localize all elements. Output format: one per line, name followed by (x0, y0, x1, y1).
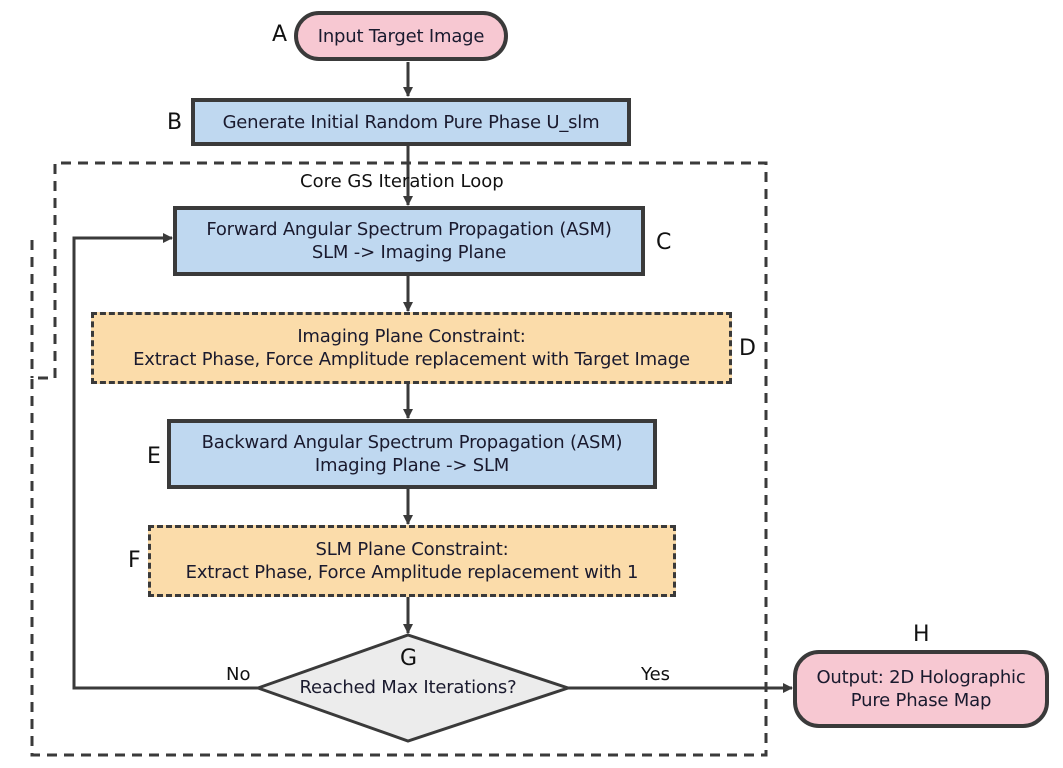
node-h[interactable]: Output: 2D Holographic Pure Phase Map (793, 650, 1049, 728)
node-f[interactable]: SLM Plane Constraint: Extract Phase, For… (148, 525, 676, 597)
node-c-line-2: SLM -> Imaging Plane (311, 242, 507, 263)
node-a-letter: A (272, 22, 288, 47)
cluster-boundary (30, 161, 768, 757)
node-h-line-2: Pure Phase Map (850, 690, 992, 711)
node-a-label: Input Target Image (317, 25, 485, 47)
node-h-line-1: Output: 2D Holographic (816, 667, 1026, 688)
node-h-letter: H (913, 622, 930, 647)
node-e-letter: E (147, 444, 161, 469)
edge-label-yes: Yes (641, 664, 671, 685)
node-b-letter: B (167, 110, 183, 135)
node-d[interactable]: Imaging Plane Constraint: Extract Phase,… (91, 312, 732, 384)
node-f-line-1: SLM Plane Constraint: (315, 539, 509, 560)
node-g-letter: G (400, 646, 418, 671)
node-f-line-2: Extract Phase, Force Amplitude replaceme… (185, 562, 639, 583)
node-c-line-1: Forward Angular Spectrum Propagation (AS… (206, 219, 612, 240)
node-g-label: Reached Max Iterations? (278, 674, 538, 700)
cluster-title: Core GS Iteration Loop (300, 171, 504, 192)
node-c-letter: C (656, 230, 672, 255)
node-c[interactable]: Forward Angular Spectrum Propagation (AS… (173, 206, 645, 276)
edge-label-no: No (226, 664, 251, 685)
edge-g-c-no (72, 233, 258, 690)
node-d-line-1: Imaging Plane Constraint: (297, 326, 526, 347)
node-g-shape[interactable] (253, 633, 573, 743)
node-e-line-2: Imaging Plane -> SLM (314, 455, 510, 476)
node-b[interactable]: Generate Initial Random Pure Phase U_slm (191, 98, 631, 146)
node-b-label: Generate Initial Random Pure Phase U_slm (222, 111, 600, 133)
node-f-letter: F (128, 548, 141, 573)
node-g-text: Reached Max Iterations? (299, 676, 517, 698)
node-d-line-2: Extract Phase, Force Amplitude replaceme… (133, 349, 690, 370)
node-e-line-1: Backward Angular Spectrum Propagation (A… (201, 432, 623, 453)
node-a[interactable]: Input Target Image (294, 11, 508, 61)
node-d-letter: D (739, 336, 756, 361)
node-e[interactable]: Backward Angular Spectrum Propagation (A… (167, 419, 657, 489)
